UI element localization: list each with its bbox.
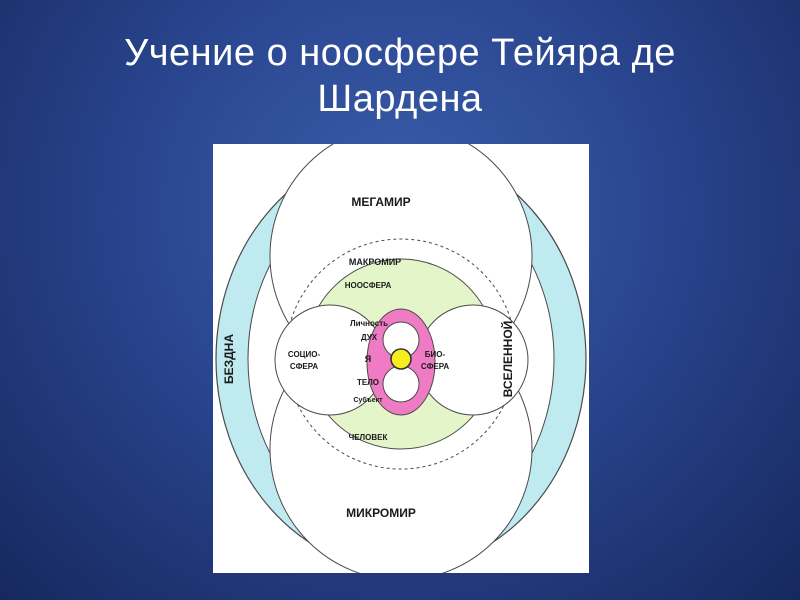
- slide-title: Учение о ноосфере Тейяра де Шардена: [124, 32, 676, 120]
- label-vselennoy: ВСЕЛЕННОЙ: [500, 321, 515, 398]
- telo-circle: [382, 365, 420, 403]
- diagram-svg: МЕГАМИР МАКРОМИР НООСФЕРА Личность ДУХ Я…: [215, 144, 587, 573]
- label-bio-line1: БИО-: [425, 350, 446, 359]
- label-ya: Я: [365, 354, 371, 364]
- label-megamir: МЕГАМИР: [351, 195, 410, 209]
- label-chelovek: ЧЕЛОВЕК: [349, 433, 388, 442]
- ya-circle: [390, 348, 412, 370]
- label-noosfera: НООСФЕРА: [345, 281, 392, 290]
- label-lichnost: Личность: [350, 319, 388, 328]
- label-telo: ТЕЛО: [357, 378, 379, 387]
- label-mikromir: МИКРОМИР: [346, 506, 416, 520]
- label-dukh: ДУХ: [361, 333, 378, 342]
- label-makromir: МАКРОМИР: [349, 257, 401, 267]
- label-sotsio-line1: СОЦИО-: [288, 350, 321, 359]
- label-bezdna: БЕЗДНА: [222, 334, 236, 384]
- label-subekt: Субъект: [353, 396, 383, 404]
- label-bio-line2: СФЕРА: [421, 362, 450, 371]
- label-sotsio-line2: СФЕРА: [290, 362, 319, 371]
- noosphere-diagram: МЕГАМИР МАКРОМИР НООСФЕРА Личность ДУХ Я…: [213, 144, 589, 573]
